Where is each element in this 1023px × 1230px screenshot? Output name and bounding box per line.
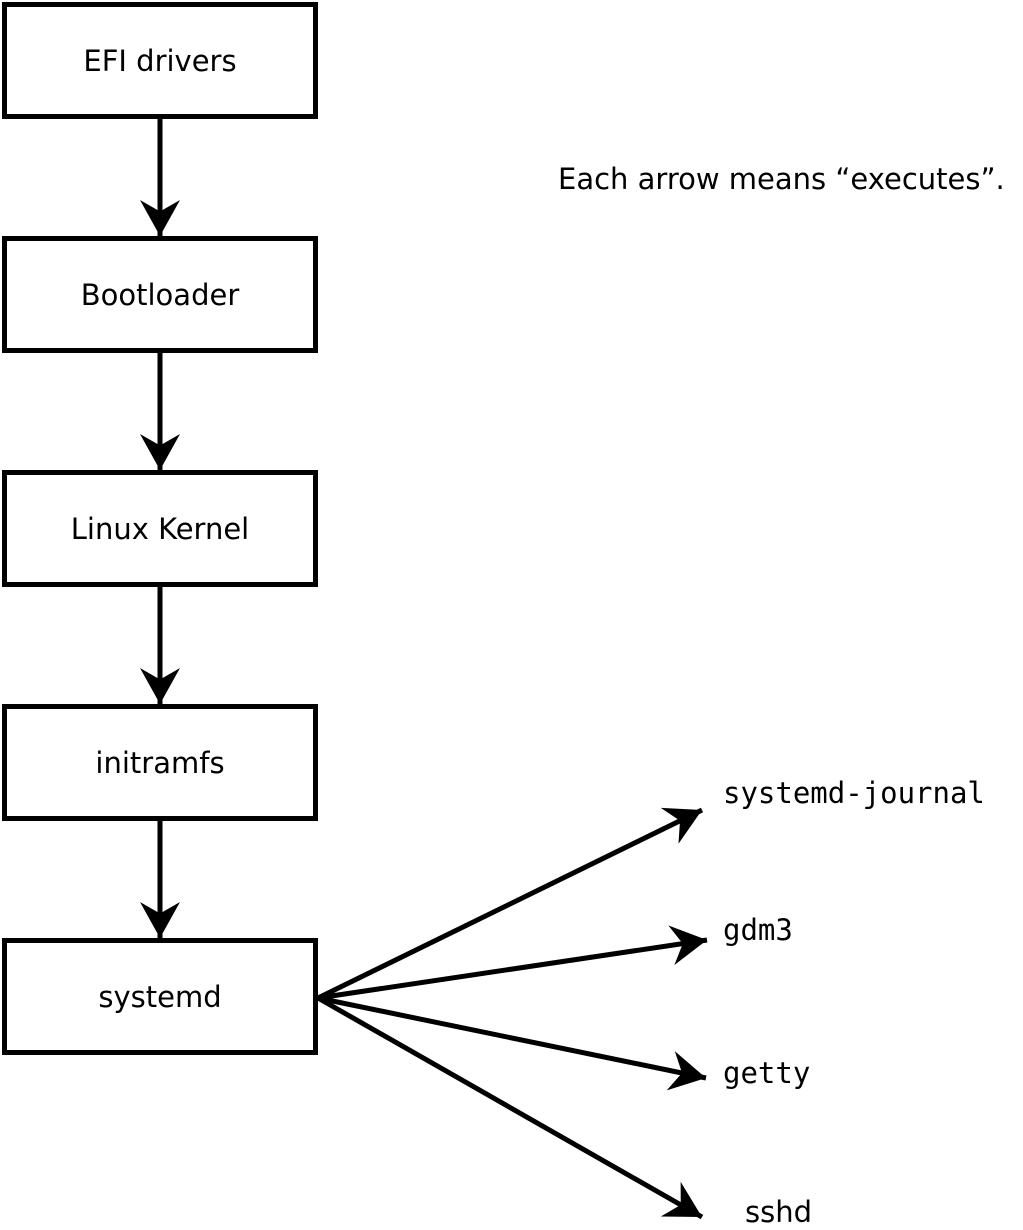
node-linux-kernel: Linux Kernel bbox=[2, 470, 318, 587]
node-linux-kernel-label: Linux Kernel bbox=[70, 511, 250, 546]
node-bootloader-label: Bootloader bbox=[80, 277, 240, 312]
node-efi-drivers-label: EFI drivers bbox=[83, 43, 237, 78]
node-systemd: systemd bbox=[2, 938, 318, 1055]
node-efi-drivers: EFI drivers bbox=[2, 2, 318, 119]
arrow-meaning-caption: Each arrow means “executes”. bbox=[558, 162, 1005, 196]
arrow-systemd-to-sshd bbox=[316, 995, 704, 1220]
node-initramfs: initramfs bbox=[2, 704, 318, 821]
label-sshd: sshd bbox=[745, 1195, 813, 1229]
arrow-systemd-to-gdm3 bbox=[317, 925, 708, 1001]
node-bootloader: Bootloader bbox=[2, 236, 318, 353]
node-initramfs-label: initramfs bbox=[95, 745, 225, 780]
label-gdm3: gdm3 bbox=[723, 913, 793, 947]
arrow-systemd-to-getty bbox=[317, 995, 707, 1091]
label-systemd-journal: systemd-journal bbox=[723, 776, 985, 810]
arrow-systemd-to-journal bbox=[316, 807, 704, 1001]
node-systemd-label: systemd bbox=[98, 979, 222, 1014]
label-getty: getty bbox=[723, 1056, 811, 1090]
